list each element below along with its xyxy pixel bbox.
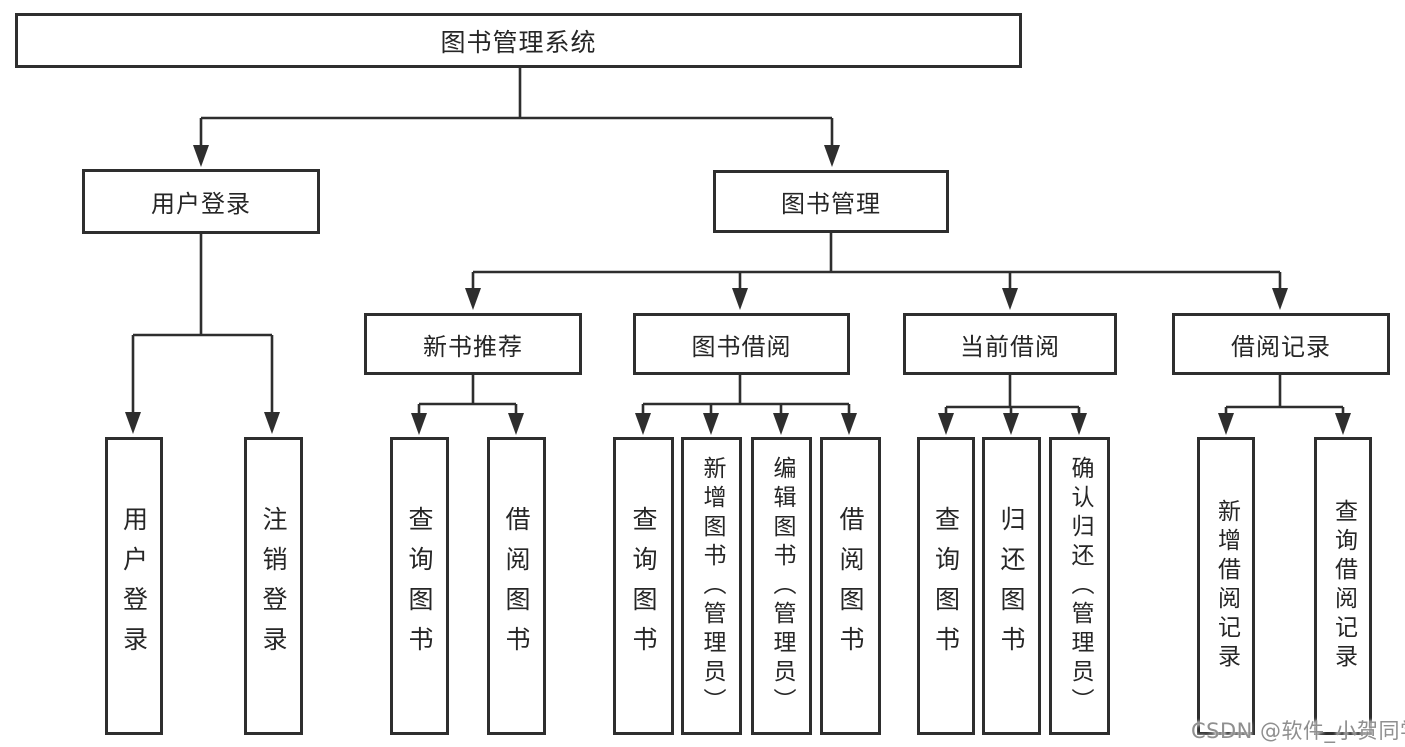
node-new-book-recommend: 新书推荐 bbox=[364, 313, 582, 375]
node-label: 借阅记录 bbox=[1231, 332, 1331, 361]
leaf-query-books-2: 查询图书 bbox=[613, 437, 674, 735]
leaf-confirm-return-admin: 确认归还（管理员） bbox=[1049, 437, 1110, 735]
leaf-label: 新增图书（管理员） bbox=[699, 455, 725, 717]
leaf-add-books-admin: 新增图书（管理员） bbox=[681, 437, 742, 735]
leaf-user-login: 用户登录 bbox=[105, 437, 163, 735]
leaf-borrow-books-2: 借阅图书 bbox=[820, 437, 881, 735]
leaf-label: 确认归还（管理员） bbox=[1067, 455, 1093, 717]
leaf-label: 查询图书 bbox=[629, 506, 658, 666]
node-label: 图书管理 bbox=[781, 190, 881, 218]
node-label: 图书借阅 bbox=[691, 332, 792, 361]
leaf-label: 查询图书 bbox=[405, 506, 434, 666]
leaf-label: 归还图书 bbox=[997, 506, 1026, 666]
node-label: 新书推荐 bbox=[423, 332, 523, 361]
leaf-edit-books-admin: 编辑图书（管理员） bbox=[751, 437, 812, 735]
node-label: 用户登录 bbox=[151, 190, 251, 218]
leaf-label: 新增借阅记录 bbox=[1213, 499, 1240, 673]
leaf-label: 借阅图书 bbox=[502, 506, 531, 666]
leaf-query-borrow-record: 查询借阅记录 bbox=[1314, 437, 1372, 735]
node-book-management: 图书管理 bbox=[713, 170, 949, 233]
leaf-add-borrow-record: 新增借阅记录 bbox=[1197, 437, 1255, 735]
leaf-label: 编辑图书（管理员） bbox=[769, 455, 795, 717]
node-current-borrowing: 当前借阅 bbox=[903, 313, 1117, 375]
node-label: 图书管理系统 bbox=[440, 27, 597, 57]
leaf-logout: 注销登录 bbox=[244, 437, 303, 735]
node-book-borrowing: 图书借阅 bbox=[633, 313, 850, 375]
leaf-return-books: 归还图书 bbox=[982, 437, 1041, 735]
leaf-borrow-books-1: 借阅图书 bbox=[487, 437, 546, 735]
node-library-management-system: 图书管理系统 bbox=[15, 13, 1022, 68]
leaf-query-books-3: 查询图书 bbox=[917, 437, 975, 735]
watermark: CSDN @软件_小贺同学 bbox=[1191, 719, 1405, 743]
node-label: 当前借阅 bbox=[960, 332, 1060, 361]
leaf-label: 查询图书 bbox=[931, 506, 961, 666]
leaf-label: 注销登录 bbox=[259, 506, 288, 666]
leaf-label: 用户登录 bbox=[119, 506, 149, 666]
node-borrow-records: 借阅记录 bbox=[1172, 313, 1390, 375]
node-user-login: 用户登录 bbox=[82, 169, 320, 234]
leaf-label: 查询借阅记录 bbox=[1330, 499, 1357, 673]
leaf-query-books-1: 查询图书 bbox=[390, 437, 449, 735]
leaf-label: 借阅图书 bbox=[836, 506, 865, 666]
